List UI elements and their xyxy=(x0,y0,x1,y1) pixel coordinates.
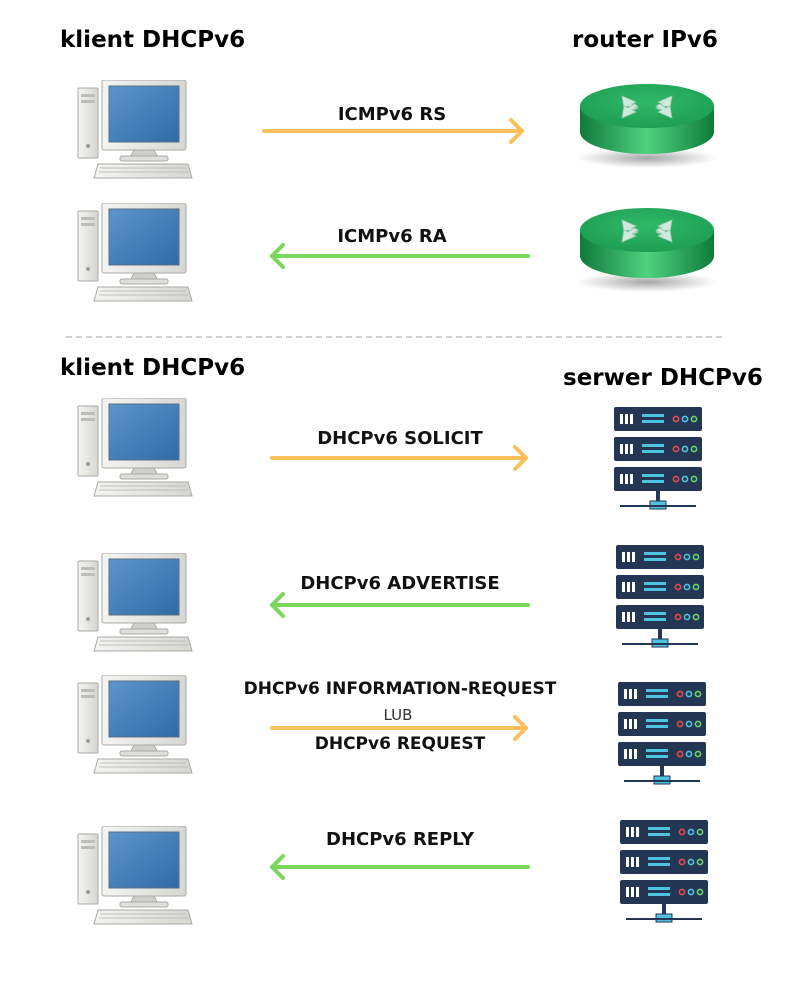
arrow-left xyxy=(270,592,530,618)
client-computer-icon xyxy=(76,79,194,186)
server-rack-icon xyxy=(614,680,710,794)
message-label: DHCPv6 REPLY xyxy=(326,829,474,850)
client-computer-icon xyxy=(76,552,194,659)
message-label-alt: DHCPv6 REQUEST xyxy=(314,734,486,754)
client-computer-icon xyxy=(76,825,194,932)
bottom-client-heading: klient DHCPv6 xyxy=(60,355,246,381)
client-computer-icon xyxy=(76,674,194,781)
message-label: ICMPv6 RS xyxy=(337,104,447,125)
top-client-heading: klient DHCPv6 xyxy=(60,27,246,53)
arrow-right xyxy=(270,445,528,471)
router-icon xyxy=(574,204,720,298)
client-computer-icon xyxy=(76,202,194,309)
client-computer-icon xyxy=(76,397,194,504)
arrow-left xyxy=(270,243,530,269)
server-rack-icon xyxy=(612,543,708,657)
server-rack-icon xyxy=(616,818,712,932)
section-divider xyxy=(66,336,722,338)
arrow-left xyxy=(270,854,530,880)
router-heading: router IPv6 xyxy=(572,27,718,53)
message-label: DHCPv6 SOLICIT xyxy=(317,428,483,449)
arrow-right xyxy=(262,118,524,144)
arrow-right xyxy=(270,715,528,741)
message-label: DHCPv6 INFORMATION-REQUEST xyxy=(243,679,557,699)
or-label: LUB xyxy=(383,706,413,724)
server-heading: serwer DHCPv6 xyxy=(563,365,763,391)
message-label: DHCPv6 ADVERTISE xyxy=(300,573,500,594)
message-label: ICMPv6 RA xyxy=(337,226,447,247)
server-rack-icon xyxy=(610,405,706,519)
router-icon xyxy=(574,80,720,174)
